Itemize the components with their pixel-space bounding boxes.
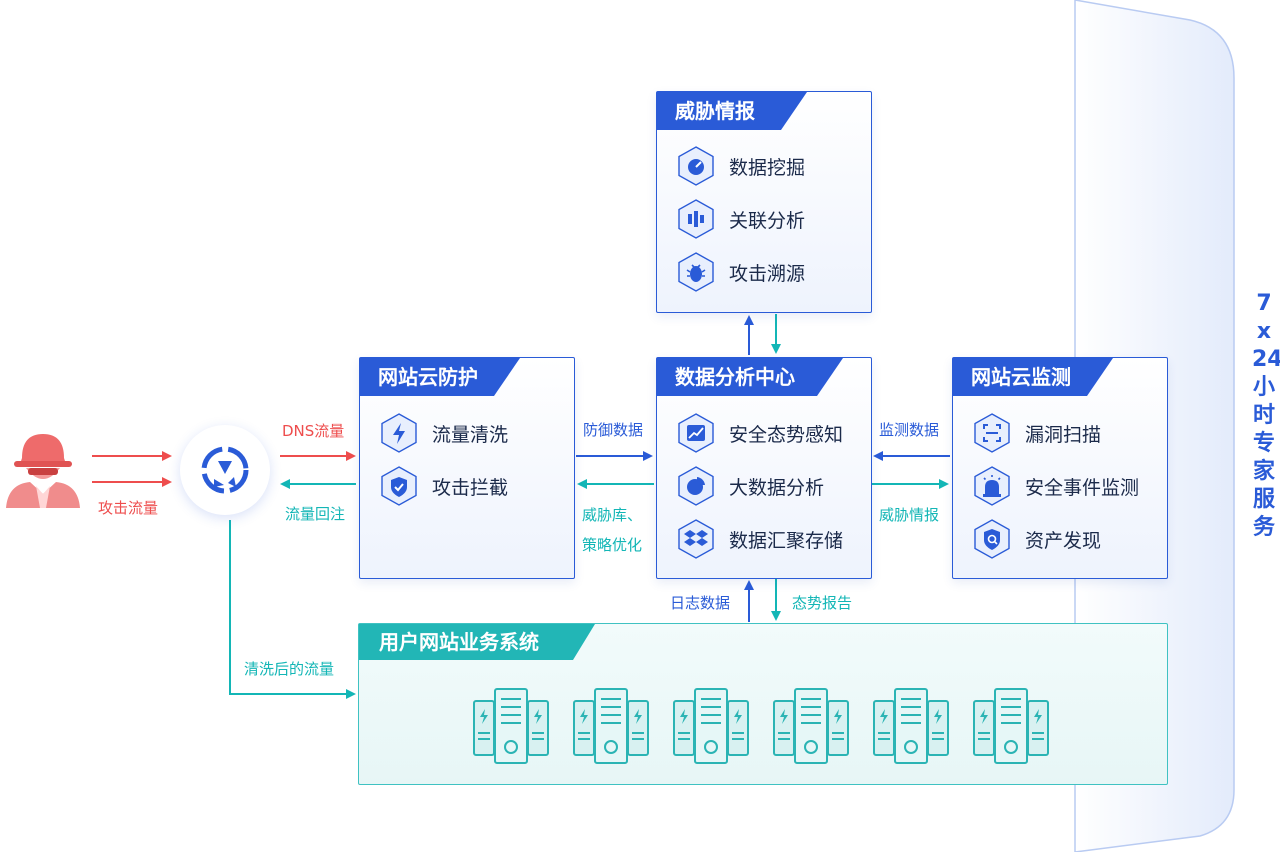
item-label: 流量清洗 [432, 423, 509, 446]
log-data-label: 日志数据 [670, 594, 731, 612]
panel-item[interactable]: 漏洞扫描 [973, 413, 1101, 453]
panel-item[interactable]: 关联分析 [677, 199, 805, 239]
business-system-panel: 用户网站业务系统 [358, 623, 1168, 785]
search-shield-icon [973, 519, 1011, 559]
banner-char: 服 [1252, 487, 1275, 512]
banner-char: x [1256, 319, 1272, 344]
pie-chart-icon [677, 466, 715, 506]
dropbox-icon [677, 519, 715, 559]
cleaned-traffic-label: 清洗后的流量 [244, 660, 335, 678]
banner-char: 家 [1252, 459, 1275, 484]
trend-chart-icon [677, 413, 715, 453]
alarm-icon [973, 466, 1011, 506]
panel-item[interactable]: 数据汇聚存储 [677, 519, 843, 559]
server-icon [771, 687, 851, 767]
analysis-center-panel: 数据分析中心 安全态势感知 大数据分析 数据汇聚存储 [656, 357, 872, 579]
banner-char: 小 [1252, 375, 1275, 400]
dns-traffic-label: DNS流量 [282, 422, 345, 440]
item-label: 攻击拦截 [432, 476, 509, 499]
panel-title: 网站云监测 [953, 358, 1113, 396]
attacker-icon [0, 428, 86, 510]
panel-item[interactable]: 安全态势感知 [677, 413, 843, 453]
bug-icon [677, 252, 715, 292]
threat-intel-panel: 威胁情报 数据挖掘 关联分析 攻击溯源 [656, 91, 872, 313]
item-label: 漏洞扫描 [1025, 423, 1102, 446]
item-label: 大数据分析 [729, 476, 825, 499]
panel-title: 网站云防护 [360, 358, 520, 396]
lightning-icon [380, 413, 418, 453]
scan-icon [973, 413, 1011, 453]
strategy-label: 策略优化 [582, 536, 643, 554]
banner-char: 时 [1252, 403, 1275, 428]
panel-item[interactable]: 攻击溯源 [677, 252, 805, 292]
banner-char: 务 [1252, 515, 1275, 540]
threat-intel-label: 威胁情报 [879, 506, 940, 524]
item-label: 攻击溯源 [729, 262, 806, 285]
cloud-protection-panel: 网站云防护 流量清洗 攻击拦截 [359, 357, 575, 579]
monitor-data-label: 监测数据 [879, 421, 940, 439]
banner-char: 7 [1256, 291, 1272, 316]
item-label: 安全态势感知 [729, 423, 844, 446]
item-label: 数据汇聚存储 [729, 529, 844, 552]
threat-lib-label: 威胁库、 [582, 506, 643, 524]
server-icon [671, 687, 751, 767]
candlestick-icon [677, 199, 715, 239]
item-label: 安全事件监测 [1025, 476, 1140, 499]
server-icon [971, 687, 1051, 767]
panel-title: 用户网站业务系统 [359, 624, 595, 660]
panel-item[interactable]: 大数据分析 [677, 466, 824, 506]
panel-title: 数据分析中心 [657, 358, 843, 396]
cloud-gateway-icon [201, 446, 249, 494]
panel-item[interactable]: 攻击拦截 [380, 466, 508, 506]
item-label: 数据挖掘 [729, 156, 806, 179]
defense-data-label: 防御数据 [583, 421, 644, 439]
cloud-monitor-panel: 网站云监测 漏洞扫描 安全事件监测 资产发现 [952, 357, 1168, 579]
item-label: 资产发现 [1025, 529, 1102, 552]
server-icon [471, 687, 551, 767]
service-banner: 7 x 24 小 时 专 家 服 务 [1252, 290, 1280, 542]
panel-item[interactable]: 数据挖掘 [677, 146, 805, 186]
server-icon [571, 687, 651, 767]
panel-item[interactable]: 流量清洗 [380, 413, 508, 453]
panel-item[interactable]: 安全事件监测 [973, 466, 1139, 506]
shield-check-icon [380, 466, 418, 506]
gateway-node[interactable] [180, 425, 270, 515]
panel-title: 威胁情报 [657, 92, 807, 130]
server-icon [871, 687, 951, 767]
attack-traffic-label: 攻击流量 [98, 499, 159, 517]
situation-report-label: 态势报告 [792, 594, 853, 612]
banner-char: 专 [1252, 431, 1275, 456]
item-label: 关联分析 [729, 209, 806, 232]
gauge-icon [677, 146, 715, 186]
banner-char: 24 [1252, 347, 1280, 372]
panel-item[interactable]: 资产发现 [973, 519, 1101, 559]
return-traffic-label: 流量回注 [285, 505, 346, 523]
